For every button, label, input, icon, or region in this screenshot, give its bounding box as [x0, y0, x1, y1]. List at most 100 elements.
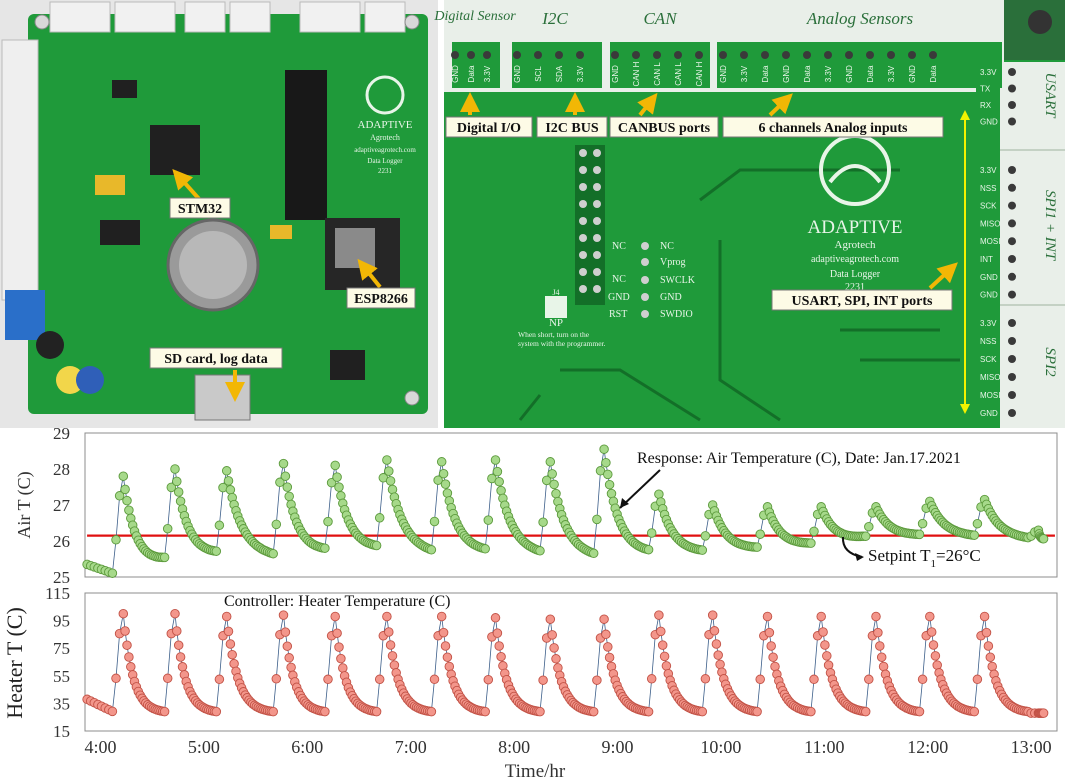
side-sections: USART SPI1 + INT SPI2: [1000, 73, 1065, 377]
section-analog: Analog Sensors: [806, 9, 914, 28]
heater-point: [709, 626, 720, 636]
air-point: [538, 517, 548, 527]
setpoint-annotation: Setpint T1=26°C: [868, 546, 981, 570]
heater-point: [981, 627, 992, 638]
heater-point: [323, 674, 333, 685]
air-point: [972, 518, 983, 529]
prog-pad: [593, 268, 601, 276]
heater-point: [429, 674, 440, 685]
side-pin-label-spi1: SCK: [980, 202, 997, 211]
heater-point: [490, 613, 501, 623]
pin-label-analog: Data: [803, 65, 812, 82]
jumper-label: NP: [549, 317, 563, 329]
jumper-ref: J4: [552, 288, 559, 297]
pin-label-analog: Data: [761, 65, 770, 82]
heater-point: [697, 706, 708, 717]
heater-point: [588, 706, 599, 717]
heater-point: [646, 674, 657, 684]
side-pin-hole: [1008, 355, 1016, 363]
heater-point: [1038, 708, 1049, 718]
prog-pad: [579, 200, 587, 208]
side-pin-hole: [1008, 255, 1016, 263]
left-logo-name: ADAPTIVE: [358, 119, 413, 131]
heater-point: [926, 627, 937, 637]
pin-label-i2c: SDA: [555, 65, 564, 82]
heater-point: [332, 628, 342, 638]
right-logo-line2: 2231: [845, 282, 865, 293]
prog-pad: [579, 166, 587, 174]
prog-pad: [593, 149, 601, 157]
side-pin-label-spi1: INT: [980, 255, 993, 264]
side-pin-label-spi2: GND: [980, 409, 998, 418]
pin-hole: [824, 51, 832, 59]
air-annotation-arrow: [619, 469, 661, 509]
air-point: [323, 516, 333, 527]
heater-point: [599, 614, 609, 624]
left-logo-line2: 2231: [378, 167, 393, 175]
heater-point: [111, 673, 121, 684]
terminal-block: [5, 290, 45, 340]
pin-hole: [719, 51, 727, 59]
air-point: [551, 488, 561, 499]
pin-label-analog: GND: [782, 65, 791, 83]
heater-point: [983, 641, 994, 651]
heater-point: [426, 706, 437, 717]
heater-point: [823, 660, 834, 670]
heater-point: [711, 639, 722, 649]
pin-label-analog: 3.3V: [740, 65, 749, 82]
heater-point: [601, 629, 611, 640]
air-point: [334, 482, 344, 492]
air-point: [382, 455, 392, 465]
heater-point: [535, 706, 545, 717]
heater-point: [385, 640, 396, 650]
pin-hole: [761, 51, 769, 59]
callout-analog: 6 channels Analog inputs: [759, 121, 909, 136]
jumper-note-2: system with the programmer.: [518, 339, 606, 348]
air-point: [172, 476, 182, 487]
prog-gnd: GND: [608, 292, 630, 303]
side-pin-label-spi2: 3.3V: [980, 319, 997, 328]
air-point: [118, 471, 129, 481]
section-spi2: SPI2: [1042, 347, 1058, 377]
air-point: [214, 520, 225, 531]
pin-hole: [740, 51, 748, 59]
air-point: [124, 505, 134, 515]
heater-point: [654, 610, 664, 620]
side-pin-label-spi1: MISO: [980, 219, 1000, 228]
pin-label-i2c: 3.3V: [576, 65, 585, 82]
heater-point: [442, 652, 453, 662]
air-point: [599, 444, 609, 454]
pin-label-i2c: GND: [513, 65, 522, 83]
setpoint-label-sub: 1: [931, 558, 937, 570]
side-pin-hole: [1008, 337, 1016, 345]
air-point: [221, 466, 232, 476]
side-pin-hole: [1008, 237, 1016, 246]
heater-point: [661, 661, 672, 671]
air-point: [120, 484, 130, 495]
air-point: [436, 457, 447, 467]
heater-point: [320, 706, 330, 717]
prog-pad: [593, 285, 601, 293]
heater-point: [768, 652, 778, 662]
x-tick-label: 12:00: [907, 737, 948, 757]
side-pin-label-spi1: NSS: [980, 184, 996, 193]
air-point: [438, 468, 449, 479]
air-point: [275, 477, 285, 488]
pin-hole: [695, 51, 703, 59]
heater-point: [928, 640, 939, 650]
heater-point: [338, 663, 348, 673]
x-axis-label: Time/hr: [505, 761, 566, 782]
side-pin-label-spi2: NSS: [980, 337, 996, 346]
x-tick-label: 11:00: [804, 737, 844, 757]
heater-point: [389, 660, 400, 670]
heater-point: [118, 608, 129, 619]
right-logo-sub: Agrotech: [835, 239, 876, 251]
left-logo: ADAPTIVE Agrotech adaptiveagrotech.com D…: [354, 75, 416, 175]
pin-hole: [467, 51, 475, 59]
pin-label-analog: 3.3V: [887, 65, 896, 82]
air-point: [332, 472, 342, 482]
heater-point: [225, 639, 236, 649]
side-pin-hole: [1008, 290, 1016, 299]
air-point: [385, 476, 396, 486]
